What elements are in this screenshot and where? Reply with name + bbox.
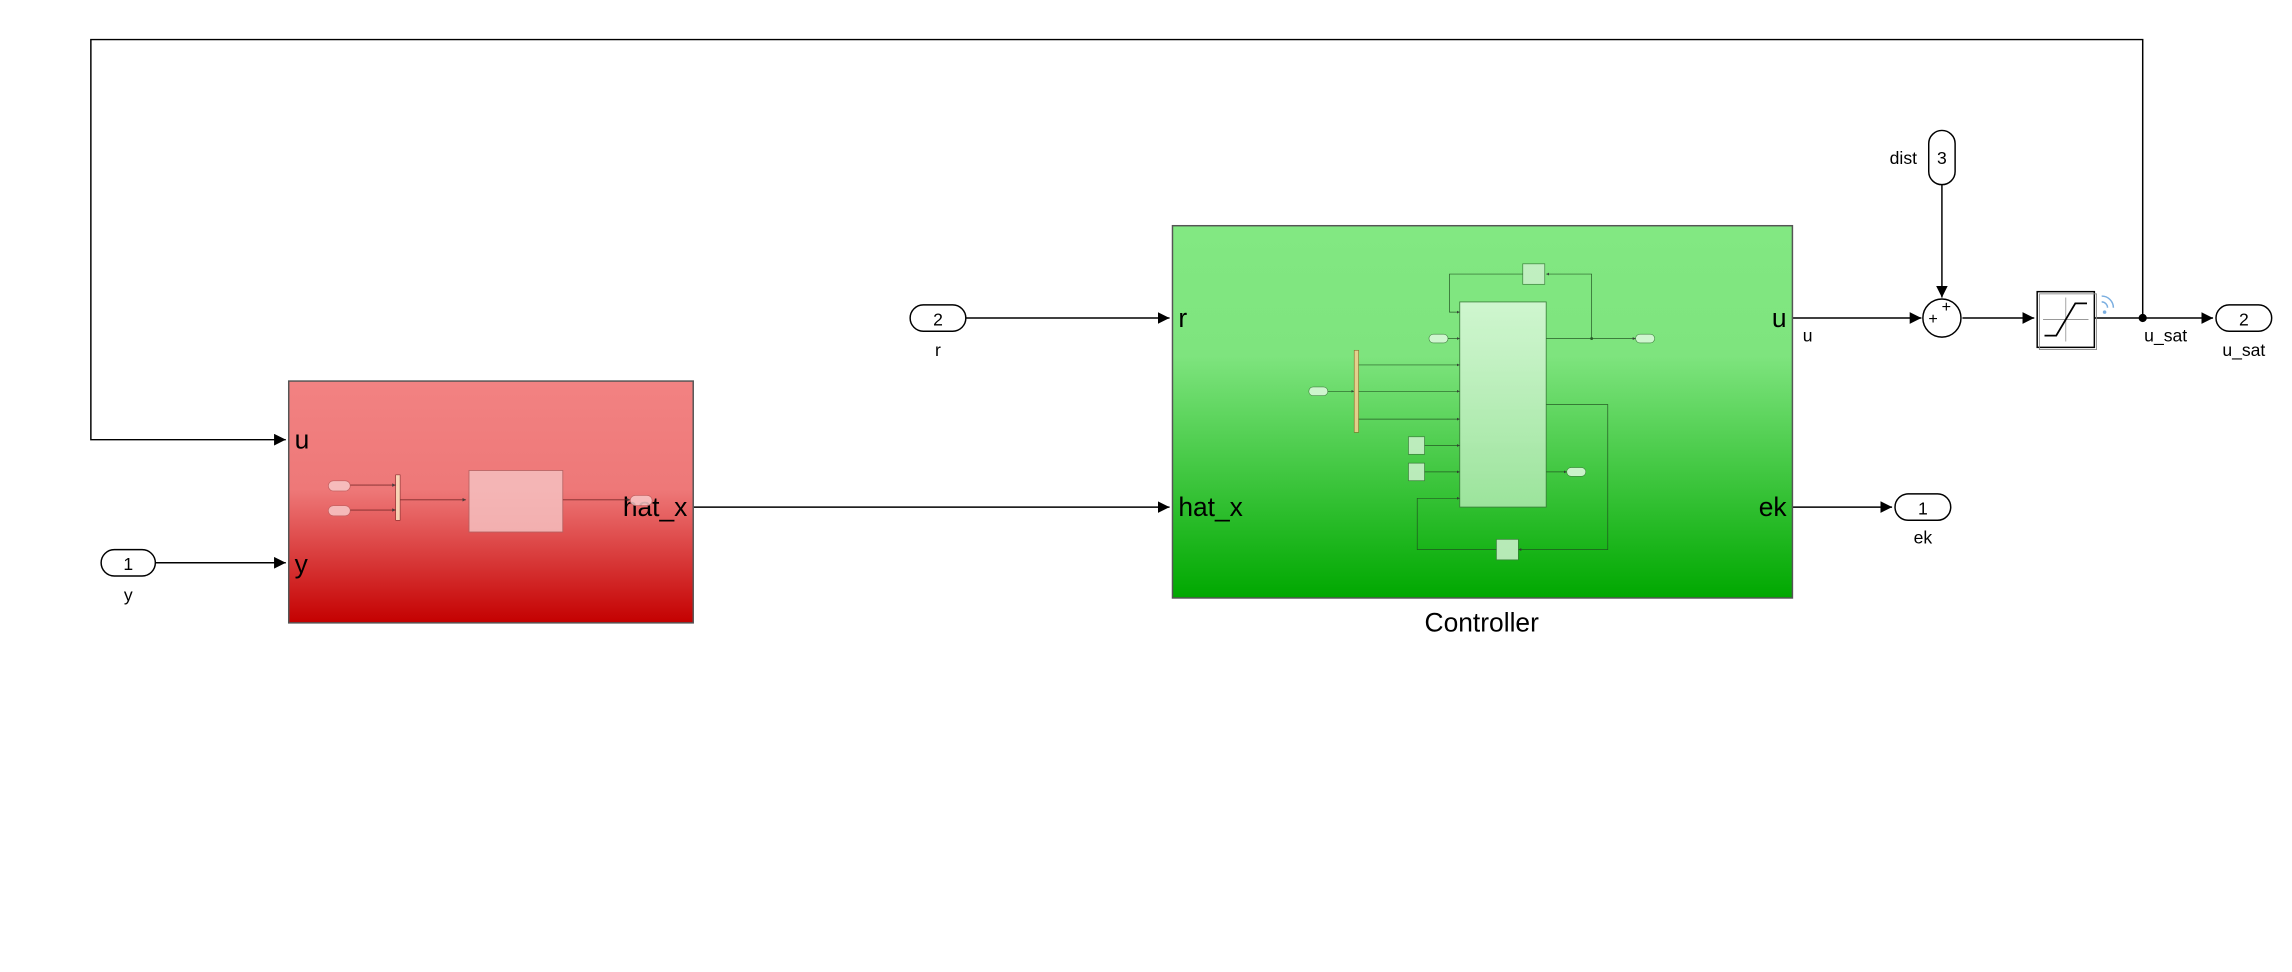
observer-input-u: u bbox=[295, 424, 310, 454]
controller-preview bbox=[1308, 263, 1655, 561]
inport-r[interactable]: 2 r bbox=[909, 304, 967, 360]
controller-output-ek: ek bbox=[1759, 492, 1788, 522]
controller-title: Controller bbox=[1425, 608, 1540, 638]
observer-preview bbox=[327, 470, 653, 533]
inport-y[interactable]: 1 y bbox=[100, 548, 157, 605]
observer-subsystem[interactable]: u y hat_x bbox=[287, 380, 694, 624]
controller-subsystem[interactable]: r hat_x u ek bbox=[1171, 224, 1794, 599]
feedback-wire[interactable] bbox=[90, 38, 2144, 446]
controller-input-r: r bbox=[1178, 303, 1187, 333]
inport-y-number: 1 bbox=[123, 554, 133, 574]
controller-input-hat-x: hat_x bbox=[1178, 492, 1243, 522]
sum-sign-left: + bbox=[1928, 310, 1937, 328]
inport-dist[interactable]: 3 dist bbox=[1890, 129, 1956, 186]
sum-sign-top: + bbox=[1942, 298, 1951, 316]
sum-block[interactable]: + + bbox=[1922, 298, 1962, 338]
inport-y-label: y bbox=[124, 585, 133, 605]
signal-label-u-sat: u_sat bbox=[2144, 325, 2187, 346]
controller-output-u: u bbox=[1772, 303, 1787, 333]
observer-input-y: y bbox=[295, 549, 309, 579]
outport-u-sat-number: 2 bbox=[2239, 309, 2249, 329]
outport-ek-label: ek bbox=[1914, 528, 1933, 548]
branch-point bbox=[2138, 313, 2147, 323]
outport-u-sat[interactable]: 2 u_sat bbox=[2215, 304, 2273, 361]
inport-r-number: 2 bbox=[933, 309, 943, 329]
block-diagram: u y hat_x r hat_x u ek bbox=[90, 38, 2273, 638]
inport-dist-label: dist bbox=[1890, 148, 1917, 168]
signal-logging-icon bbox=[2101, 295, 2115, 314]
outport-u-sat-label: u_sat bbox=[2222, 340, 2265, 361]
inport-dist-number: 3 bbox=[1937, 148, 1947, 168]
signal-label-u: u bbox=[1803, 325, 1813, 345]
saturation-block[interactable] bbox=[2036, 290, 2097, 350]
outport-ek-number: 1 bbox=[1918, 498, 1928, 518]
outport-ek[interactable]: 1 ek bbox=[1894, 493, 1952, 548]
inport-r-label: r bbox=[935, 340, 941, 360]
